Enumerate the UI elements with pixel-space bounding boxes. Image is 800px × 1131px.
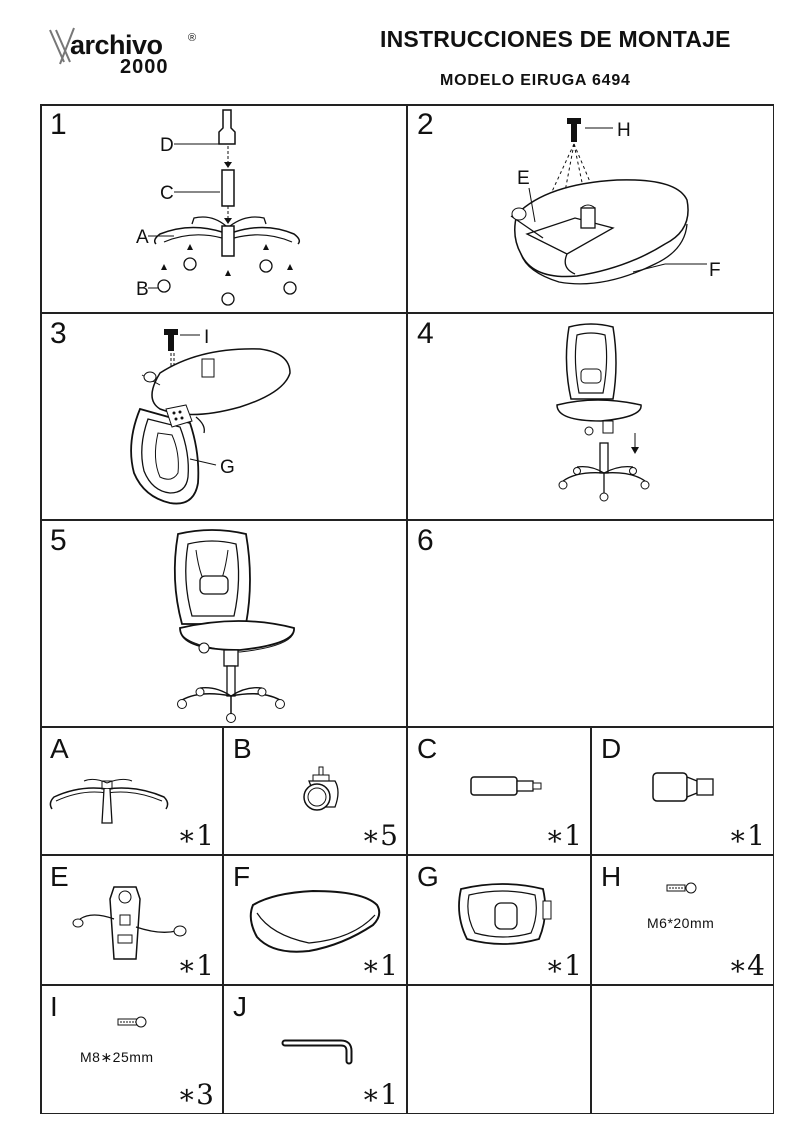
- step-number: 3: [50, 317, 67, 350]
- part-letter: F: [233, 861, 251, 892]
- part-letter: J: [233, 991, 247, 1022]
- part-b-cell: B ∗5: [223, 727, 406, 854]
- part-quantity: ∗1: [545, 949, 582, 982]
- part-j-cell: J ∗1: [223, 985, 406, 1113]
- part-quantity: ∗1: [361, 1078, 398, 1111]
- part-spec: M8∗25mm: [80, 1049, 154, 1065]
- part-quantity: ∗1: [361, 949, 398, 982]
- bolt-icon: [117, 1016, 147, 1028]
- logo-mark-icon: [49, 27, 75, 65]
- part-letter: D: [601, 733, 622, 764]
- part-e-cell: E ∗1: [40, 855, 222, 984]
- part-h-cell: H M6*20mm ∗4: [591, 855, 773, 984]
- part-quantity: ∗1: [545, 819, 582, 852]
- step-number: 6: [417, 524, 434, 557]
- registered-mark: ®: [188, 32, 197, 44]
- part-d-cell: D ∗1: [591, 727, 773, 854]
- part-f-cell: F ∗1: [223, 855, 406, 984]
- step-number: 5: [50, 524, 67, 557]
- label-c: C: [160, 183, 174, 204]
- tilt-mechanism-icon: [72, 886, 187, 960]
- model-name: MODELO EIRUGA 6494: [440, 72, 631, 89]
- label-e: E: [517, 168, 530, 189]
- label-g: G: [220, 457, 235, 478]
- part-quantity: ∗1: [177, 949, 214, 982]
- part-quantity: ∗1: [177, 819, 214, 852]
- chair-base-icon: [49, 778, 169, 824]
- step-5-panel: 5: [40, 520, 406, 726]
- label-b: B: [136, 279, 149, 300]
- part-letter: A: [50, 733, 69, 764]
- backrest-icon: [458, 883, 552, 945]
- step-number: 1: [50, 108, 67, 141]
- part-letter: B: [233, 733, 252, 764]
- label-f: F: [709, 260, 721, 281]
- step-3-panel: 3 I G: [40, 313, 406, 519]
- brand-name: archivo: [70, 30, 163, 60]
- part-a-cell: A ∗1: [40, 727, 222, 854]
- brand-logo: archivo ® 2000: [48, 24, 218, 84]
- step-4-panel: 4: [407, 313, 773, 519]
- label-i: I: [204, 327, 209, 348]
- caster-wheel-icon: [303, 766, 339, 811]
- part-quantity: ∗3: [177, 1078, 214, 1111]
- allen-key-icon: [281, 1039, 353, 1065]
- seat-cushion-icon: [249, 889, 381, 953]
- label-h: H: [617, 120, 631, 141]
- part-g-cell: G ∗1: [407, 855, 590, 984]
- step-2-panel: 2 H E F: [407, 104, 773, 312]
- step-number: 2: [417, 108, 434, 141]
- step-6-panel: 6: [407, 520, 773, 726]
- part-letter: I: [50, 991, 58, 1022]
- part-letter: H: [601, 861, 622, 892]
- assembly-step-4-diagram: [556, 323, 650, 502]
- part-spec: M6*20mm: [647, 915, 715, 931]
- brand-number: 2000: [120, 56, 169, 78]
- assembly-step-3-diagram: I G: [130, 327, 291, 505]
- part-letter: C: [417, 733, 438, 764]
- part-c-cell: C ∗1: [407, 727, 590, 854]
- gas-lift-icon: [470, 776, 542, 796]
- empty-cell: [407, 985, 590, 1113]
- step-1-panel: 1: [40, 104, 406, 312]
- lift-cover-icon: [652, 772, 714, 802]
- step-number: 4: [417, 317, 434, 350]
- page-title: INSTRUCCIONES DE MONTAJE: [380, 26, 731, 52]
- assembly-step-5-diagram: [173, 529, 295, 723]
- assembly-step-1-diagram: D C A B: [136, 109, 301, 306]
- instruction-grid: 1: [40, 104, 774, 1114]
- part-letter: G: [417, 861, 439, 892]
- part-quantity: ∗5: [361, 819, 398, 852]
- part-quantity: ∗4: [728, 949, 765, 982]
- assembly-step-2-diagram: H E F: [510, 118, 721, 285]
- label-a: A: [136, 227, 149, 248]
- empty-cell: [591, 985, 773, 1113]
- part-i-cell: I M8∗25mm ∗3: [40, 985, 222, 1113]
- part-letter: E: [50, 861, 69, 892]
- bolt-icon: [666, 882, 697, 894]
- label-d: D: [160, 135, 174, 156]
- part-quantity: ∗1: [728, 819, 765, 852]
